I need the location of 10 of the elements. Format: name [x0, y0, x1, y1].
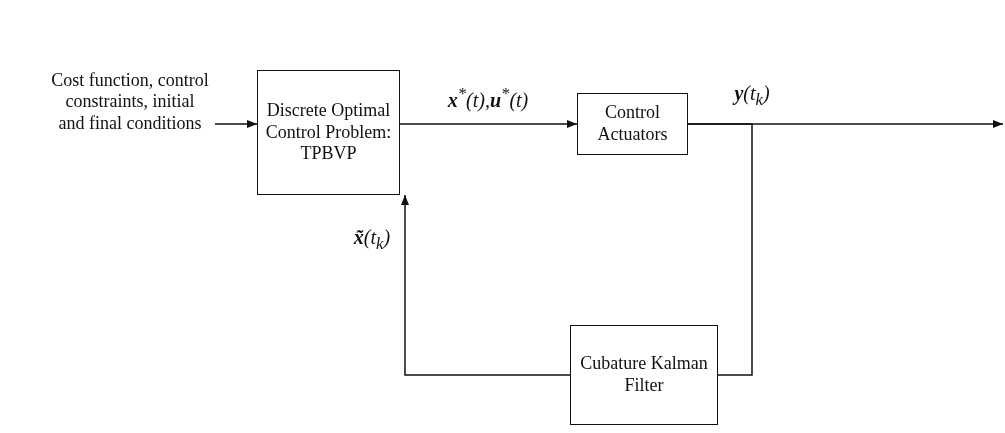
arrow	[401, 194, 571, 376]
input-text: Cost function, control constraints, initial and final conditions	[50, 69, 210, 135]
box-label: Discrete Optimal Control Problem: TPBVP	[264, 100, 393, 165]
box-label: Cubature Kalman Filter	[579, 353, 709, 397]
box-label: Control Actuators	[596, 102, 669, 146]
arrow	[214, 120, 258, 128]
process-box	[570, 325, 718, 425]
arrow	[399, 120, 578, 128]
process-box	[257, 70, 400, 195]
process-box	[577, 93, 688, 155]
